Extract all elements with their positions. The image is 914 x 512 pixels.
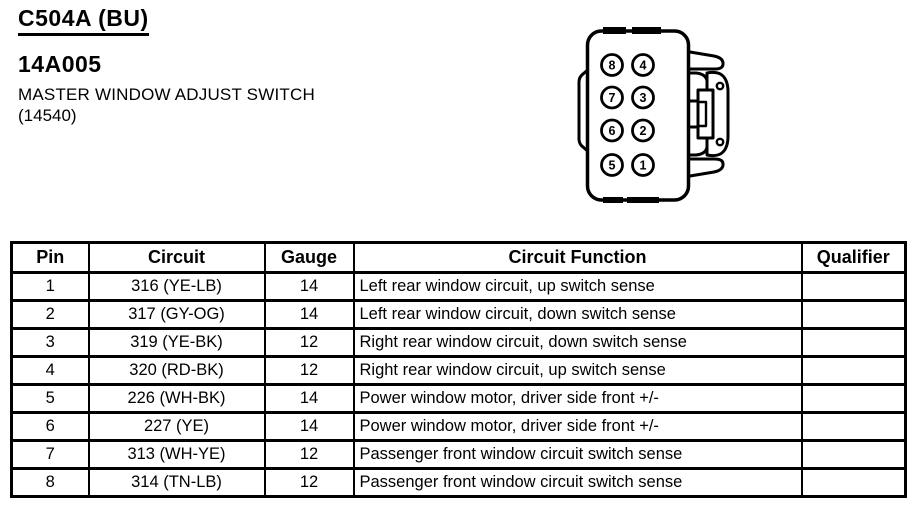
pin-cell: 2: [10, 299, 90, 330]
gauge-cell: 14: [263, 299, 355, 330]
circuit-cell: 317 (GY-OG): [87, 299, 266, 330]
column-header-gauge: Gauge: [263, 241, 355, 274]
circuit-cell: 313 (WH-YE): [87, 439, 266, 470]
function-cell: Left rear window circuit, up switch sens…: [352, 271, 803, 302]
gauge-cell: 12: [263, 355, 355, 386]
gauge-cell: 14: [263, 271, 355, 302]
pin-cell: 8: [10, 467, 90, 498]
gauge-cell: 14: [263, 383, 355, 414]
pin-cell: 7: [10, 439, 90, 470]
pin-number: 5: [609, 159, 616, 173]
circuit-cell: 226 (WH-BK): [87, 383, 266, 414]
pin-cell: 4: [10, 355, 90, 386]
pin-cell: 3: [10, 327, 90, 358]
connector-diagram: 8 4 7 3 6 2 5 1: [577, 27, 730, 203]
part-code: (14540): [18, 106, 77, 125]
gauge-cell: 12: [263, 439, 355, 470]
function-cell: Left rear window circuit, down switch se…: [352, 299, 803, 330]
function-cell: Power window motor, driver side front +/…: [352, 411, 803, 442]
column-header-circuit: Circuit: [87, 241, 266, 274]
pinout-table: Pin Circuit Gauge Circuit Function Quali…: [10, 241, 907, 498]
function-cell: Passenger front window circuit switch se…: [352, 439, 803, 470]
pin-circle: [600, 153, 624, 177]
function-cell: Power window motor, driver side front +/…: [352, 383, 803, 414]
function-cell: Right rear window circuit, up switch sen…: [352, 355, 803, 386]
circuit-cell: 314 (TN-LB): [87, 467, 266, 498]
gauge-cell: 14: [263, 411, 355, 442]
pin-circle: [631, 153, 655, 177]
pin-circle: [600, 118, 624, 143]
pin-circle: [631, 85, 655, 110]
connector-key-tab: [603, 197, 623, 203]
function-cell: Passenger front window circuit switch se…: [352, 467, 803, 498]
connector-key-tab: [632, 27, 661, 34]
qualifier-cell: [800, 467, 907, 498]
pin-number: 2: [640, 124, 647, 138]
pin-number: 1: [640, 159, 647, 173]
circuit-cell: 319 (YE-BK): [87, 327, 266, 358]
pin-number: 4: [640, 59, 647, 73]
qualifier-cell: [800, 355, 907, 386]
gauge-cell: 12: [263, 467, 355, 498]
pin-cell: 1: [10, 271, 90, 302]
circuit-cell: 227 (YE): [87, 411, 266, 442]
pin-cell: 6: [10, 411, 90, 442]
column-header-function: Circuit Function: [352, 241, 803, 274]
circuit-cell: 320 (RD-BK): [87, 355, 266, 386]
qualifier-cell: [800, 383, 907, 414]
pin-cell: 5: [10, 383, 90, 414]
pin-number: 8: [609, 59, 616, 73]
column-header-pin: Pin: [10, 241, 90, 274]
latch-notch-top: [715, 81, 725, 91]
part-number: 14A005: [18, 51, 102, 77]
pin-circle: [600, 53, 624, 77]
pin-number: 6: [609, 124, 616, 138]
pin-number: 3: [640, 91, 647, 105]
connector-key-tab: [603, 27, 626, 34]
pin-number: 7: [609, 91, 616, 105]
pin-circle: [600, 85, 624, 110]
gauge-cell: 12: [263, 327, 355, 358]
function-cell: Right rear window circuit, down switch s…: [352, 327, 803, 358]
latch-notch-bottom: [715, 137, 725, 147]
table-header-row: Pin Circuit Gauge Circuit Function Quali…: [10, 241, 907, 274]
qualifier-cell: [800, 439, 907, 470]
column-header-qualifier: Qualifier: [800, 241, 907, 274]
qualifier-cell: [800, 299, 907, 330]
qualifier-cell: [800, 411, 907, 442]
qualifier-cell: [800, 271, 907, 302]
page-title: C504A (BU): [18, 5, 149, 36]
circuit-cell: 316 (YE-LB): [87, 271, 266, 302]
connector-key-tab: [627, 197, 659, 203]
qualifier-cell: [800, 327, 907, 358]
pin-circle: [631, 53, 655, 77]
part-description: MASTER WINDOW ADJUST SWITCH: [18, 85, 315, 104]
pin-circle: [631, 118, 655, 143]
